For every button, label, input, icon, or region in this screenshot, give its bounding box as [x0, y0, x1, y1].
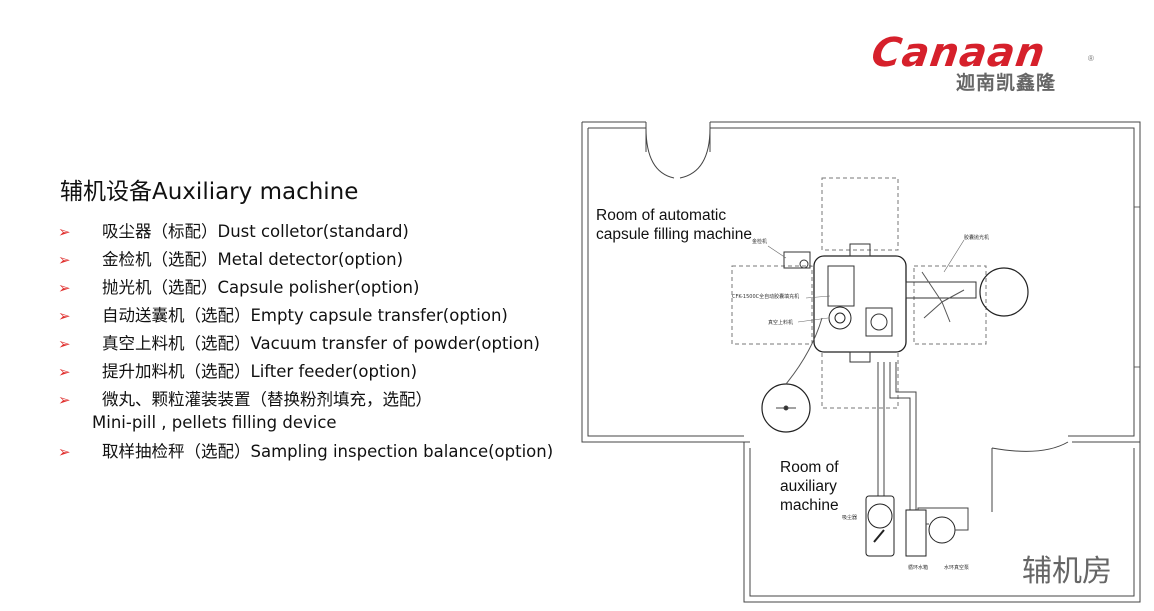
logo-registered-mark: ®	[1088, 54, 1094, 63]
list-item: ➢ 取样抽检秤（选配）Sampling inspection balance(o…	[58, 440, 578, 468]
list-item: ➢ 金检机（选配）Metal detector(option)	[58, 248, 578, 276]
arrow-bullet-icon: ➢	[58, 363, 71, 381]
arrow-bullet-icon: ➢	[58, 279, 71, 297]
label-polisher: 胶囊抛光机	[964, 235, 990, 241]
list-item-text: 提升加料机（选配）Lifter feeder(option)	[102, 362, 418, 381]
list-item-text: 吸尘器（标配）Dust colletor(standard)	[102, 222, 409, 241]
list-item: ➢ 微丸、颗粒灌装装置（替换粉剂填充，选配） Mini-pill , pelle…	[58, 388, 578, 440]
arrow-bullet-icon: ➢	[58, 443, 71, 461]
list-item-text: 自动送囊机（选配）Empty capsule transfer(option)	[102, 306, 508, 325]
floor-plan: Room of automatic capsule filling machin…	[572, 112, 1154, 611]
list-item-subtext: Mini-pill , pellets filling device	[92, 413, 337, 432]
logo-chinese-name: 迦南凯鑫隆	[956, 72, 1057, 94]
arrow-bullet-icon: ➢	[58, 251, 71, 269]
list-item: ➢ 吸尘器（标配）Dust colletor(standard)	[58, 220, 578, 248]
label-metal-detector: 金检机	[752, 239, 768, 245]
arrow-bullet-icon: ➢	[58, 391, 71, 409]
label-vacuum-loader: 真空上料机	[768, 320, 794, 326]
room-label-auxiliary-cn: 辅机房	[1022, 554, 1112, 589]
label-vacuum-pump: 水环真空泵	[944, 565, 970, 571]
label-dust-collector: 吸尘器	[842, 515, 858, 521]
room-label-filling: Room of automatic capsule filling machin…	[596, 207, 752, 243]
arrow-bullet-icon: ➢	[58, 307, 71, 325]
list-item-text: 微丸、颗粒灌装装置（替换粉剂填充，选配）	[102, 390, 432, 409]
room-label-auxiliary: Room of auxiliary machine	[780, 459, 839, 514]
list-item: ➢ 抛光机（选配）Capsule polisher(option)	[58, 276, 578, 304]
list-item: ➢ 真空上料机（选配）Vacuum transfer of powder(opt…	[58, 332, 578, 360]
list-item: ➢ 自动送囊机（选配）Empty capsule transfer(option…	[58, 304, 578, 332]
list-item-text: 真空上料机（选配）Vacuum transfer of powder(optio…	[102, 334, 540, 353]
label-filling-machine: CFK-1500C全自动胶囊填充机	[732, 294, 800, 300]
company-logo: Canaan ® 迦南凯鑫隆	[869, 30, 1100, 96]
floor-plan-drawing	[581, 121, 1141, 603]
list-item-text: 取样抽检秤（选配）Sampling inspection balance(opt…	[102, 442, 554, 461]
list-item-text: 金检机（选配）Metal detector(option)	[102, 250, 404, 269]
list-item: ➢ 提升加料机（选配）Lifter feeder(option)	[58, 360, 578, 388]
label-water-tank: 循环水箱	[908, 565, 929, 571]
page-title: 辅机设备Auxiliary machine	[60, 179, 359, 205]
arrow-bullet-icon: ➢	[58, 335, 71, 353]
list-item-text: 抛光机（选配）Capsule polisher(option)	[102, 278, 420, 297]
equipment-list: ➢ 吸尘器（标配）Dust colletor(standard) ➢ 金检机（选…	[58, 220, 578, 468]
arrow-bullet-icon: ➢	[58, 223, 71, 241]
